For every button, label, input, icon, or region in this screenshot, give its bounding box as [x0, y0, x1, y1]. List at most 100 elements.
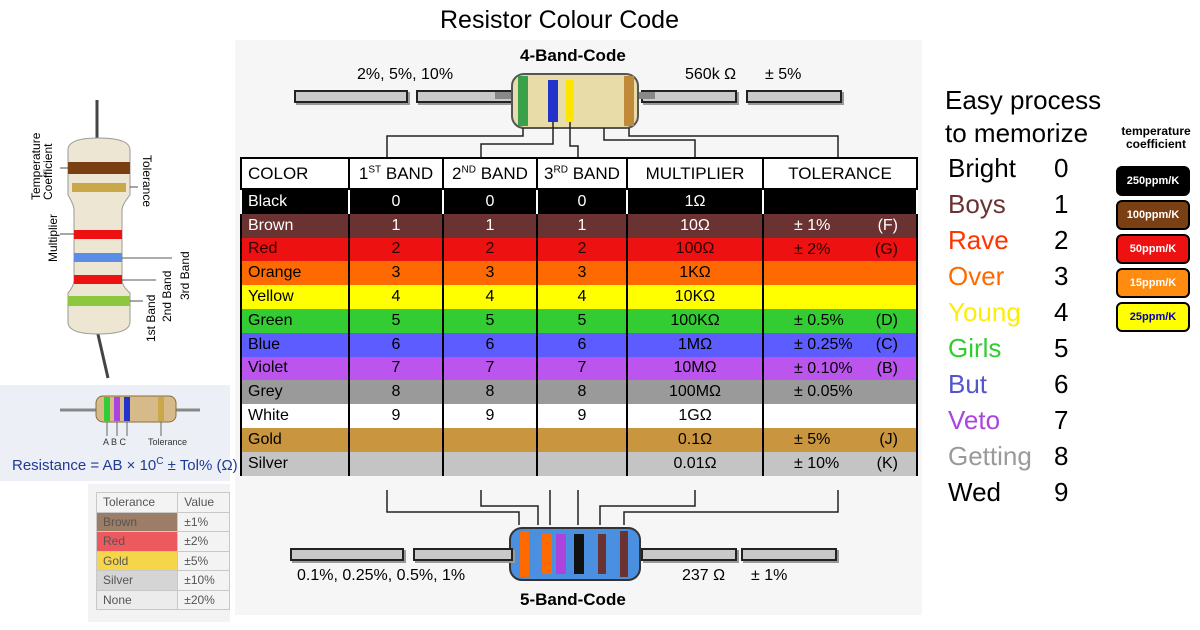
tolerance-cell: [762, 285, 918, 309]
band3-cell: 1: [536, 213, 628, 238]
tolerance-row: Red±2%: [95, 531, 230, 552]
band1-cell: 7: [348, 356, 444, 381]
band2-cell: 4: [442, 285, 538, 309]
mnemonic-digit: 3: [1054, 261, 1069, 291]
color-name-cell: Gold: [240, 427, 350, 452]
color-name-cell: Brown: [240, 213, 350, 238]
tolerance-code: (K): [876, 454, 898, 472]
mnemonic-word: Young: [948, 297, 1021, 327]
tolerance-code: (D): [875, 311, 898, 329]
mnemonic-word: Boys: [948, 189, 1006, 219]
mnemonic-digit: 7: [1054, 405, 1069, 435]
band2-cell: 0: [442, 189, 538, 214]
tolerance-cell: ± 0.25%(C): [762, 332, 918, 357]
tolerance-value: ± 10%: [794, 454, 840, 472]
multiplier-cell: 1Ω: [626, 189, 764, 214]
tolerance-value: ± 5%: [794, 430, 831, 448]
tolerance-value: ± 0.5%: [794, 311, 844, 329]
multiplier-cell: 1GΩ: [626, 404, 764, 428]
color-name-cell: Green: [240, 308, 350, 333]
color-name-cell: Black: [240, 189, 350, 214]
tolerance-value: ± 1%: [794, 216, 831, 234]
tolerance-cell: ± 5% (J): [762, 427, 918, 452]
five-band-tolerance: ± 1%: [751, 567, 788, 584]
band3-cell: 0: [536, 189, 628, 214]
mnemonic-heading: Easy process to memorize: [945, 85, 1102, 148]
temp-coefficient-pill: 250ppm/K: [1116, 166, 1190, 196]
temp-coefficient-pill: 100ppm/K: [1116, 200, 1190, 230]
header-band-3: 3RD BAND: [536, 157, 628, 190]
tolerance-value: ± 2%: [794, 240, 831, 258]
band-slot-7: [641, 548, 737, 561]
tolerance-cell: ± 10% (K): [762, 451, 918, 476]
tolerance-color-name: None: [95, 589, 179, 610]
mnemonic-word: Girls: [948, 333, 1002, 363]
formula-resistor-graphic: [60, 395, 200, 436]
header-band-2: 2ND BAND: [442, 157, 538, 190]
band3-cell: 2: [536, 237, 628, 262]
band1-cell: 1: [348, 213, 444, 238]
band1-cell: [348, 451, 444, 476]
tolerance-color-name: Silver: [95, 570, 179, 591]
tolerance-cell: [762, 189, 918, 214]
tolerance-cell: ± 0.10%(B): [762, 356, 918, 381]
tolerance-cell: ± 0.5% (D): [762, 308, 918, 333]
multiplier-cell: 10Ω: [626, 213, 764, 238]
header-tolerance: TOLERANCE: [762, 157, 918, 190]
tolerance-code: (G): [874, 240, 898, 258]
band3-cell: [536, 427, 628, 452]
band3-cell: [536, 451, 628, 476]
band1-cell: 5: [348, 308, 444, 333]
left-resistor-diagram: [60, 100, 172, 379]
band2-cell: 9: [442, 404, 538, 428]
tolerance-row: Silver±10%: [95, 570, 230, 591]
tolerance-percent: ±1%: [177, 511, 230, 532]
tolerance-percent: ±20%: [177, 589, 230, 610]
mnemonic-digit: 9: [1054, 477, 1069, 507]
tolerance-code: (F): [877, 216, 898, 234]
multiplier-cell: 10MΩ: [626, 356, 764, 381]
mnemonic-digit: 0: [1054, 153, 1069, 183]
band3-cell: 6: [536, 332, 628, 357]
tolerance-code: (B): [876, 359, 898, 377]
mnemonic-word: Wed: [948, 477, 1001, 507]
multiplier-cell: 100KΩ: [626, 308, 764, 333]
band1-cell: 3: [348, 261, 444, 286]
band-slot-1: [294, 90, 408, 103]
band3-cell: 4: [536, 285, 628, 309]
mnemonic-word: But: [948, 369, 988, 399]
band1-cell: 6: [348, 332, 444, 357]
band1-cell: 8: [348, 380, 444, 405]
colour-code-table: COLOR 1ST BAND 2ND BAND 3RD BAND MULTIPL…: [240, 157, 918, 476]
band-slot-8: [741, 548, 837, 561]
tolerance-code: (J): [879, 430, 898, 448]
table-header-row: COLOR 1ST BAND 2ND BAND 3RD BAND MULTIPL…: [240, 157, 918, 190]
formula-tolerance-label: Tolerance: [148, 437, 188, 447]
five-band-value: 237 Ω: [682, 567, 726, 584]
band-slot-6: [413, 548, 513, 561]
band3-cell: 9: [536, 404, 628, 428]
band2-cell: [442, 427, 538, 452]
temp-coefficient-pill: 15ppm/K: [1116, 268, 1190, 298]
four-band-value: 560k Ω: [685, 66, 737, 83]
mnemonic-digit: 2: [1054, 225, 1069, 255]
multiplier-cell: 1KΩ: [626, 261, 764, 286]
band2-cell: 6: [442, 332, 538, 357]
band2-cell: 5: [442, 308, 538, 333]
tolerance-percent: ±10%: [177, 570, 230, 591]
band3-cell: 5: [536, 308, 628, 333]
